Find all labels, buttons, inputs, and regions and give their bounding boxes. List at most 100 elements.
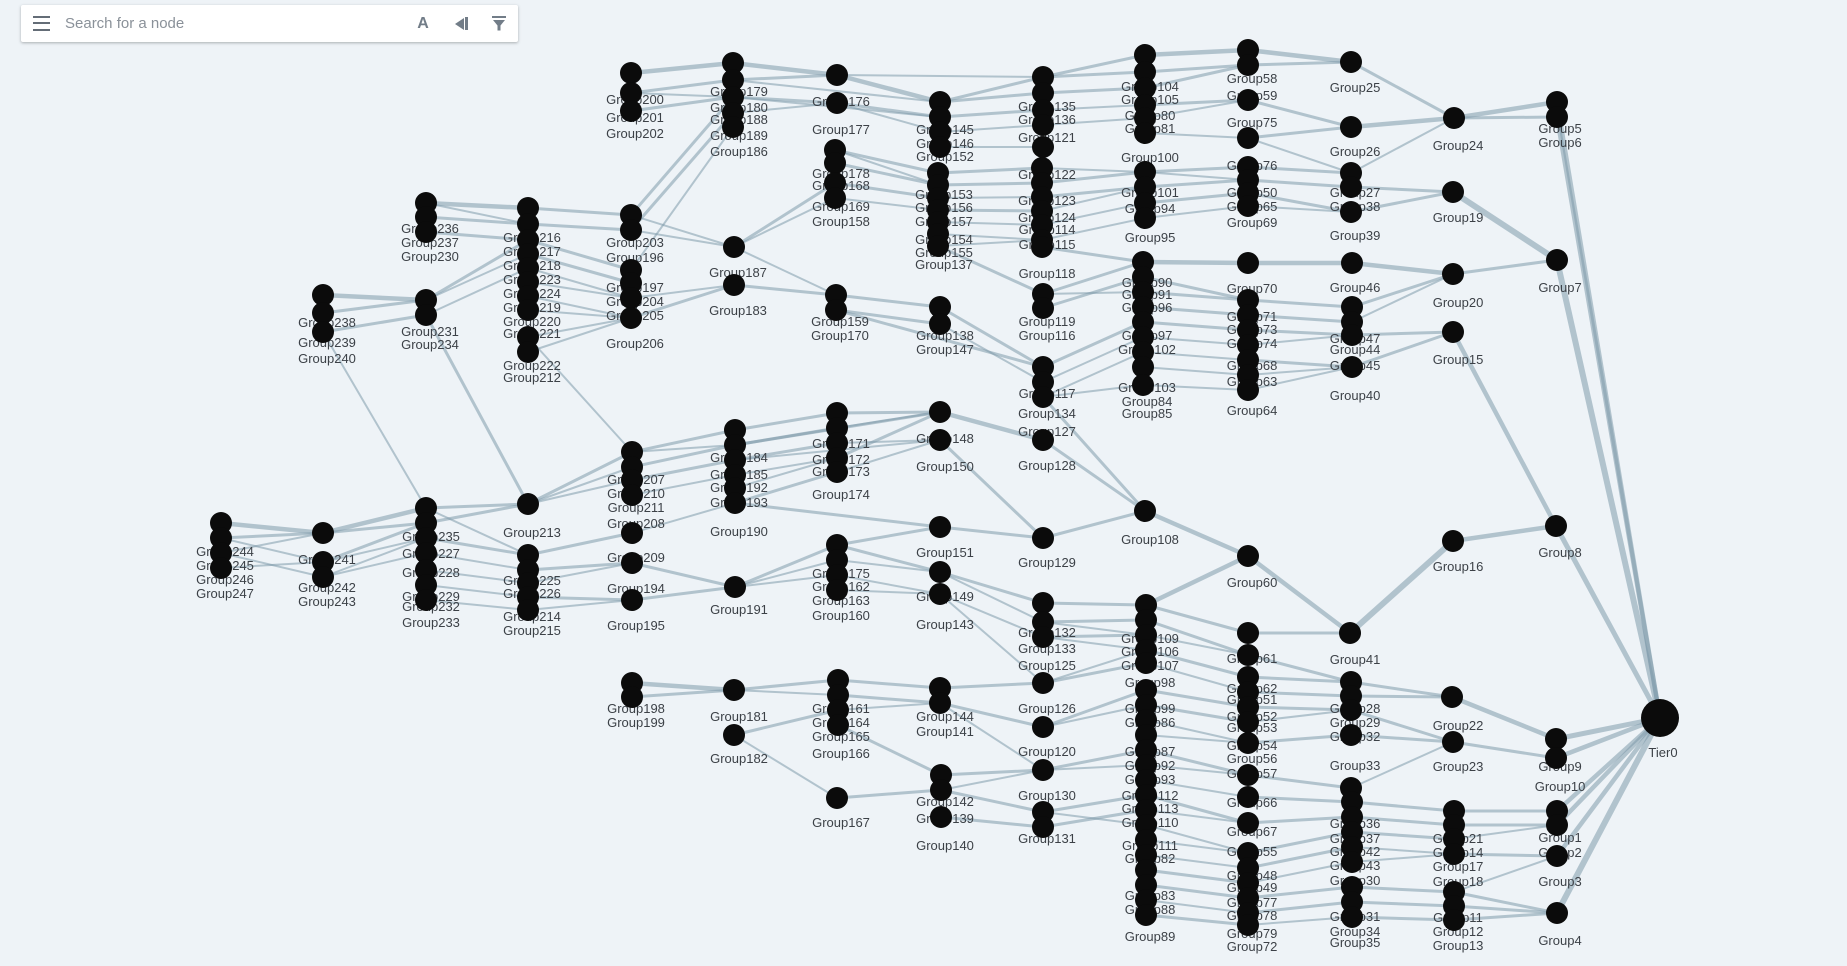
graph-node[interactable] (824, 187, 846, 209)
graph-node[interactable] (1545, 728, 1567, 750)
graph-node[interactable] (1443, 843, 1465, 865)
menu-button[interactable] (21, 5, 61, 42)
graph-node[interactable] (1132, 374, 1154, 396)
graph-node[interactable] (1237, 764, 1259, 786)
graph-node[interactable] (1032, 114, 1054, 136)
graph-node[interactable] (1340, 724, 1362, 746)
graph-node[interactable] (1443, 107, 1465, 129)
graph-node[interactable] (620, 82, 642, 104)
graph-node[interactable] (826, 787, 848, 809)
graph-node[interactable] (930, 779, 952, 801)
graph-node[interactable] (1546, 902, 1568, 924)
graph-node[interactable] (1441, 686, 1463, 708)
graph-node[interactable] (415, 542, 437, 564)
graph-node[interactable] (825, 299, 847, 321)
graph-node[interactable] (1134, 44, 1156, 66)
graph-node[interactable] (1340, 699, 1362, 721)
graph-node[interactable] (1032, 527, 1054, 549)
graph-node[interactable] (1340, 116, 1362, 138)
graph-node[interactable] (722, 69, 744, 91)
graph-node[interactable] (415, 589, 437, 611)
graph-node[interactable] (1237, 54, 1259, 76)
graph-node[interactable] (1237, 622, 1259, 644)
graph-node[interactable] (620, 62, 642, 84)
graph-node[interactable] (621, 552, 643, 574)
graph-node[interactable] (1032, 816, 1054, 838)
graph-node[interactable] (1442, 321, 1464, 343)
graph-node[interactable] (1546, 249, 1568, 271)
graph-node[interactable] (1237, 812, 1259, 834)
graph-node[interactable] (1442, 263, 1464, 285)
graph-node[interactable] (1237, 195, 1259, 217)
graph-node[interactable] (312, 321, 334, 343)
graph-node[interactable] (1134, 77, 1156, 99)
graph-node[interactable] (1546, 106, 1568, 128)
graph-node[interactable] (1237, 914, 1259, 936)
graph-node[interactable] (1135, 652, 1157, 674)
graph-node[interactable] (1545, 747, 1567, 769)
graph-node[interactable] (312, 566, 334, 588)
graph-node[interactable] (1442, 530, 1464, 552)
graph-node[interactable] (1032, 716, 1054, 738)
graph-node[interactable] (722, 52, 744, 74)
graph-node[interactable] (517, 197, 539, 219)
graph-node[interactable] (826, 92, 848, 114)
graph-node[interactable] (1341, 356, 1363, 378)
graph-node[interactable] (1134, 122, 1156, 144)
graph-node[interactable] (929, 313, 951, 335)
graph-node[interactable] (517, 599, 539, 621)
graph-node[interactable] (826, 64, 848, 86)
graph-node[interactable] (1134, 500, 1156, 522)
graph-node[interactable] (517, 341, 539, 363)
graph-node[interactable] (723, 679, 745, 701)
graph-node[interactable] (1134, 176, 1156, 198)
graph-node[interactable] (517, 299, 539, 321)
graph-node[interactable] (1134, 61, 1156, 83)
graph-node[interactable] (723, 274, 745, 296)
graph-node[interactable] (1237, 786, 1259, 808)
graph-node[interactable] (620, 219, 642, 241)
graph-node[interactable] (620, 307, 642, 329)
graph-node[interactable] (621, 686, 643, 708)
graph-node[interactable] (621, 589, 643, 611)
collapse-button[interactable] (442, 5, 480, 42)
graph-node[interactable] (722, 116, 744, 138)
graph-node[interactable] (1135, 904, 1157, 926)
graph-node[interactable] (1340, 51, 1362, 73)
graph-node[interactable] (929, 296, 951, 318)
graph-node[interactable] (1032, 429, 1054, 451)
graph-node[interactable] (1341, 252, 1363, 274)
graph-node[interactable] (722, 86, 744, 108)
graph-node[interactable] (1031, 236, 1053, 258)
graph-node[interactable] (1032, 82, 1054, 104)
graph-node[interactable] (1443, 909, 1465, 931)
graph-node[interactable] (826, 461, 848, 483)
graph-node[interactable] (210, 557, 232, 579)
graph-node[interactable] (1442, 181, 1464, 203)
graph-node[interactable] (1032, 759, 1054, 781)
graph-node[interactable] (929, 136, 951, 158)
graph-node[interactable] (1237, 711, 1259, 733)
graph-node[interactable] (929, 692, 951, 714)
graph-node[interactable] (517, 213, 539, 235)
filter-button[interactable] (480, 5, 518, 42)
graph-node[interactable] (620, 100, 642, 122)
graph-node[interactable] (312, 522, 334, 544)
graph-node[interactable] (929, 583, 951, 605)
graph-node[interactable] (1341, 324, 1363, 346)
graph-node[interactable] (824, 152, 846, 174)
graph-node[interactable] (1341, 906, 1363, 928)
graph-node[interactable] (312, 284, 334, 306)
graph-node[interactable] (1237, 644, 1259, 666)
match-case-button[interactable]: A (404, 5, 442, 42)
graph-node[interactable] (724, 576, 746, 598)
graph-node[interactable] (1132, 356, 1154, 378)
graph-node[interactable] (1339, 622, 1361, 644)
graph-node[interactable] (1237, 252, 1259, 274)
graph-node[interactable] (1237, 89, 1259, 111)
graph-node[interactable] (1032, 66, 1054, 88)
graph-node[interactable] (621, 522, 643, 544)
graph-node[interactable] (1340, 201, 1362, 223)
search-input[interactable] (61, 15, 404, 32)
graph-node[interactable] (1032, 592, 1054, 614)
